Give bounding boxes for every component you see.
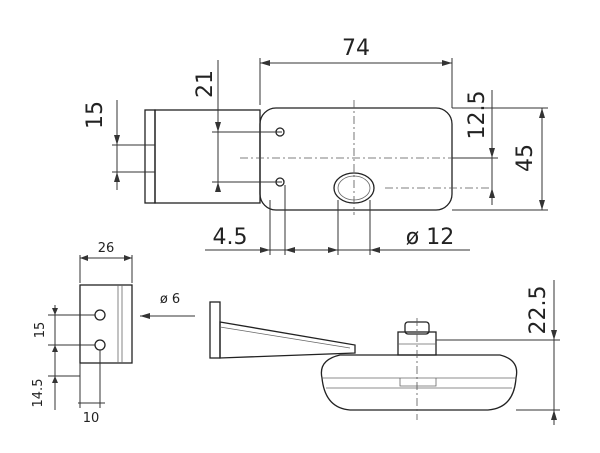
- mount-block: [144, 109, 156, 204]
- front-mount-plate: [209, 301, 221, 359]
- dim-15-side: 15: [33, 322, 48, 339]
- lamp-body-top: [259, 107, 453, 211]
- dim-4-5: 4.5: [213, 225, 248, 250]
- bracket-plate: [79, 284, 133, 364]
- bracket-hole-lower: [94, 339, 106, 351]
- dim-dia-12: ø 12: [406, 225, 454, 250]
- dim-12-5: 12.5: [465, 91, 490, 140]
- bracket-view: 26 ø 6 15 14.5 10: [31, 241, 195, 426]
- mount-base: [154, 109, 261, 204]
- front-arm: [219, 321, 356, 359]
- dim-dia-6: ø 6: [160, 292, 180, 307]
- dim-21: 21: [193, 70, 218, 98]
- dim-26: 26: [98, 241, 115, 256]
- bracket-hole-upper: [94, 309, 106, 321]
- dim-45: 45: [513, 144, 538, 172]
- dim-14-5: 14.5: [31, 379, 46, 408]
- top-view: 74 21 15 12.5 45 4.5 ø 12: [83, 36, 548, 255]
- dim-74: 74: [342, 36, 370, 61]
- dim-15-top: 15: [83, 101, 108, 129]
- front-view: 22.5: [209, 280, 560, 425]
- dim-10: 10: [83, 411, 100, 426]
- dim-22-5: 22.5: [526, 286, 551, 335]
- lamp-housing-front: [320, 354, 518, 411]
